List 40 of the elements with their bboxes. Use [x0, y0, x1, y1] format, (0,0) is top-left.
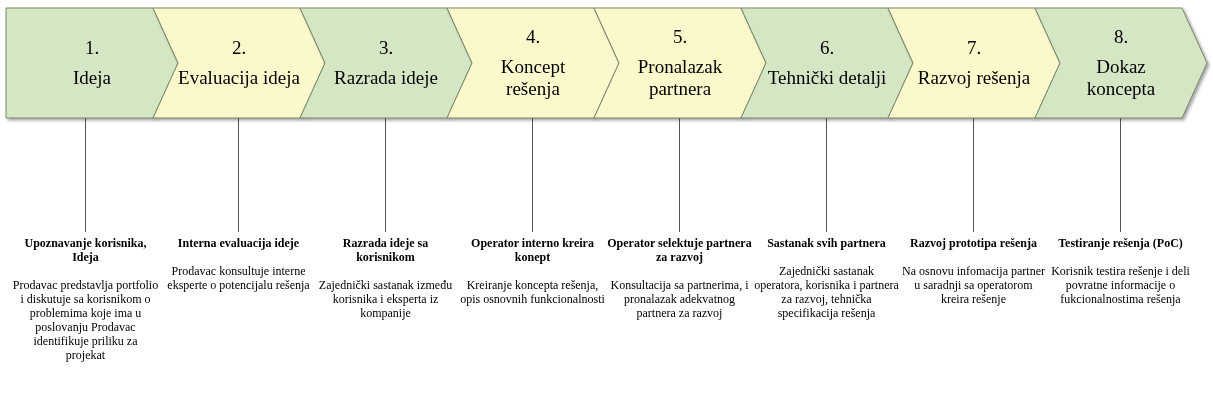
description-text: Prodavac konsultuje interne eksperte o potencijalu rešenja — [166, 264, 311, 292]
step-number: 5. — [672, 26, 688, 48]
step-number: 7. — [966, 37, 982, 59]
description-heading: Razrada ideje sa korisnikom — [341, 236, 430, 264]
leader-line — [532, 117, 533, 233]
leader-line — [1120, 117, 1121, 233]
step-title: Tehnički detalji — [767, 67, 887, 89]
description-text: Korisnik testira rešenje i deli povratne informacije o fukcionalnostima rešenja — [1050, 264, 1191, 306]
step-title: Pronalazak partnera — [636, 56, 724, 100]
leader-line — [85, 117, 86, 233]
description-text: Na osnovu infomacija partner u saradnji sa operatorom kreira rešenje — [901, 264, 1046, 306]
step-title: Dokaz koncepta — [1085, 56, 1157, 100]
step-title: Ideja — [73, 67, 111, 89]
step-title: Evaluacija ideja — [178, 67, 300, 89]
leader-line — [973, 117, 974, 233]
description-heading: Operator interno kreira konept — [470, 236, 595, 264]
leader-line — [679, 117, 680, 233]
step-number: 2. — [231, 37, 247, 59]
step-number: 1. — [84, 37, 100, 59]
step-number: 4. — [525, 26, 541, 48]
step-title: Razvoj rešenja — [917, 67, 1031, 89]
description-text: Prodavac predstavlja portfolio i diskutuje sa korisnikom o problemima koje ima u poslovanju Prodavac identifikuje priliku za projekat — [12, 278, 159, 362]
leader-line — [385, 117, 386, 233]
leader-line — [238, 117, 239, 233]
description-text: Konsultacija sa partnerima, i pronalazak adekvatnog partnera za razvoj — [609, 278, 750, 320]
leader-line — [826, 117, 827, 233]
description-heading: Upoznavanje korisnika, Ideja — [23, 236, 148, 264]
step-title: Koncept rešenja — [499, 56, 567, 100]
step-number: 8. — [1113, 26, 1129, 48]
description-heading: Razvoj prototipa rešenja — [909, 236, 1038, 250]
description-text: Zajednički sastanak između korisnika i eksperta iz kompanije — [317, 278, 454, 320]
step-number: 6. — [819, 37, 835, 59]
step-title: Razrada ideje — [334, 67, 438, 89]
description-heading: Testiranje rešenja (PoC) — [1057, 236, 1184, 250]
description-heading: Sastanak svih partnera — [766, 236, 887, 250]
description-text: Kreiranje koncepta rešenja, opis osnovnih funkcionalnosti — [459, 278, 606, 306]
description-text: Zajednički sastanak operatora, korisnika i partnera za razvoj, tehnička specifikacija rešenja — [753, 264, 900, 320]
description-heading: Operator selektuje partnera za razvoj — [606, 236, 753, 264]
step-number: 3. — [378, 37, 394, 59]
description-heading: Interna evaluacija ideje — [176, 236, 301, 250]
